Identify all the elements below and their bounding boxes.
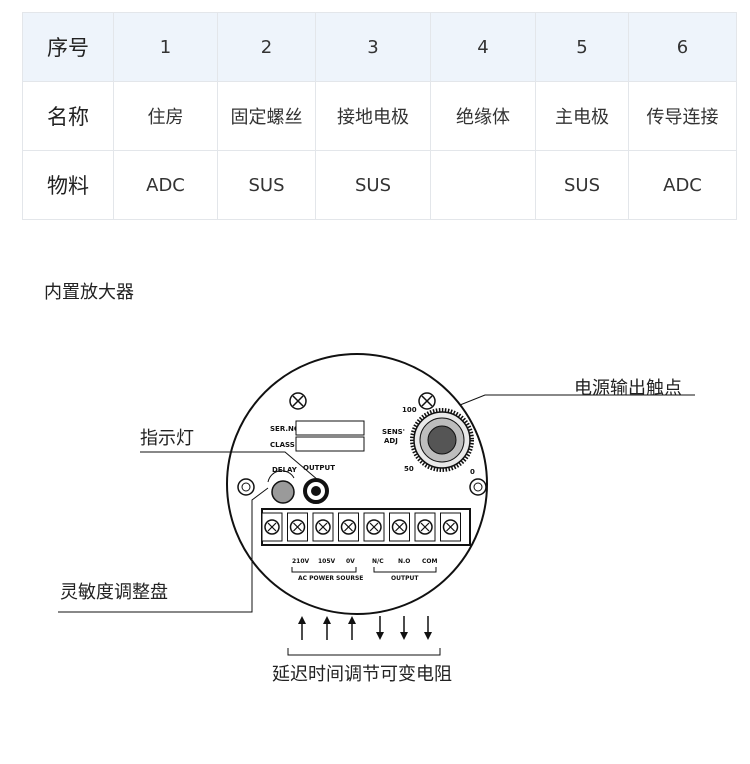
- leader-line-indicator: [140, 451, 319, 481]
- table-cell: 4: [430, 12, 536, 82]
- terminal-label: 210V: [292, 558, 310, 565]
- mounting-hole-icon: [237, 478, 255, 496]
- terminal-label: 0V: [346, 558, 355, 565]
- row-header: 物料: [22, 150, 114, 220]
- leader-line-power: [459, 394, 695, 406]
- output-bracket: [373, 567, 437, 573]
- table-cell: 接地电极: [315, 81, 431, 151]
- table-cell: SUS: [535, 150, 629, 220]
- terminal-screw-slot: [395, 522, 404, 532]
- arrow-down-icon: [424, 616, 432, 640]
- sensitivity-dial[interactable]: [410, 408, 474, 472]
- table-cell: ADC: [113, 150, 218, 220]
- screw-icon: [418, 392, 436, 410]
- materials-table: 序号 1 2 3 4 5 6 名称 住房 固定螺丝 接地电极 绝缘体 主电极 传…: [22, 12, 737, 220]
- terminal-screw-slot: [344, 522, 353, 532]
- table-cell: 传导连接: [628, 81, 737, 151]
- row-header: 名称: [22, 81, 114, 151]
- class-box: [295, 436, 365, 452]
- section-title: 内置放大器: [44, 282, 134, 303]
- terminal-screws: [261, 512, 461, 542]
- arrow-down-icon: [376, 616, 384, 640]
- table-cell: [430, 150, 536, 220]
- mounting-hole-icon: [469, 478, 487, 496]
- table-row: 物料 ADC SUS SUS SUS ADC: [22, 150, 737, 220]
- power-contact-label: 电源输出触点: [574, 378, 682, 399]
- sensitivity-label: 灵敏度调整盘: [60, 582, 168, 603]
- dial-mark-50: 50: [404, 465, 414, 473]
- dial-mark-100: 100: [402, 406, 417, 414]
- table-cell: 绝缘体: [430, 81, 536, 151]
- terminal-screw-slot: [369, 522, 379, 532]
- table-row: 序号 1 2 3 4 5 6: [22, 12, 737, 82]
- terminal-screw-slot: [420, 522, 430, 532]
- table-row: 名称 住房 固定螺丝 接地电极 绝缘体 主电极 传导连接: [22, 81, 737, 151]
- table-cell: 主电极: [535, 81, 629, 151]
- table-cell: 3: [315, 12, 431, 82]
- leader-line-sensitivity: [58, 487, 269, 613]
- arrow-up-icon: [348, 616, 356, 640]
- table-cell: ADC: [628, 150, 737, 220]
- terminal-label: 105V: [318, 558, 336, 565]
- terminal-screw-slot: [293, 522, 302, 532]
- table-cell: 6: [628, 12, 737, 82]
- delay-label: DELAY: [272, 466, 298, 474]
- terminal-label: N.O: [398, 558, 410, 565]
- output-group-label: OUTPUT: [391, 575, 419, 582]
- delay-knob[interactable]: [271, 480, 295, 504]
- delay-arrow-icon: [267, 470, 295, 483]
- screw-icon: [289, 392, 307, 410]
- power-bracket: [291, 567, 357, 573]
- table-cell: SUS: [217, 150, 316, 220]
- terminal-screw-slot: [267, 522, 277, 532]
- class-label: CLASS: [270, 441, 295, 449]
- terminal-screw-slot: [446, 522, 455, 532]
- indicator-lamp-icon: [303, 478, 329, 504]
- arrow-up-icon: [323, 616, 331, 640]
- delay-resistor-label: 延迟时间调节可变电阻: [272, 664, 452, 685]
- terminal-label: COM: [422, 558, 438, 565]
- sens-adj-label: SENS': [382, 428, 405, 436]
- terminal-screw-slot: [318, 522, 328, 532]
- ac-power-label: AC POWER SOURSE: [298, 575, 363, 582]
- dial-mark-0: 0: [470, 468, 475, 476]
- ser-no-box: [295, 420, 365, 436]
- delay-bracket: [287, 648, 441, 656]
- arrow-up-icon: [298, 616, 306, 640]
- indicator-label: 指示灯: [140, 428, 194, 449]
- terminal-label: N/C: [372, 558, 384, 565]
- arrow-down-icon: [400, 616, 408, 640]
- sens-adj-label-2: ADJ: [384, 437, 398, 445]
- output-label: OUTPUT: [303, 464, 335, 472]
- ser-no-label: SER.NO.: [270, 425, 302, 433]
- row-header: 序号: [22, 12, 114, 82]
